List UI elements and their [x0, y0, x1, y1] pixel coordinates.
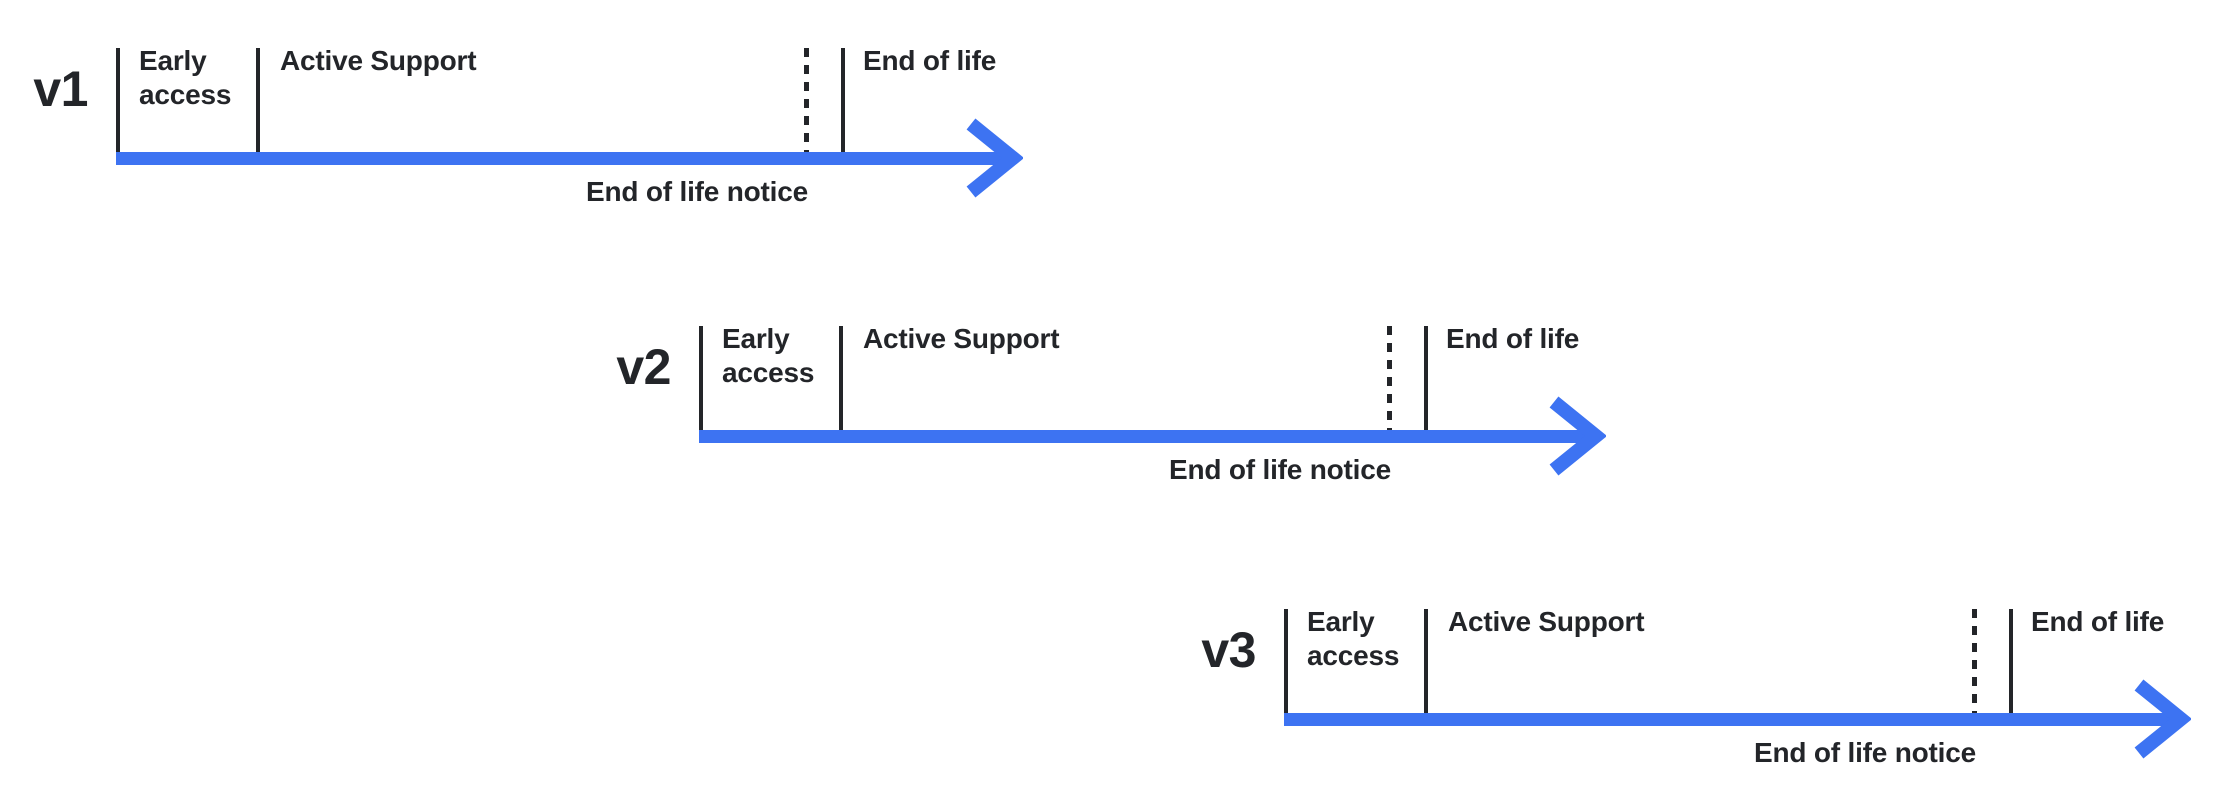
- end-of-life-notice-label: End of life notice: [1754, 737, 1976, 768]
- arrow-head-icon: [963, 118, 1025, 198]
- early-access-label: Early access: [139, 45, 232, 110]
- end-of-life-tick: [2009, 609, 2013, 713]
- end-of-life-notice-label: End of life notice: [1169, 454, 1391, 485]
- timeline-arrow-shaft: [116, 152, 1002, 165]
- end-of-life-label: End of life: [2031, 606, 2165, 637]
- arrow-head-icon: [1546, 396, 1608, 476]
- early-access-label: Early access: [1307, 606, 1400, 671]
- early-access-start-tick: [1284, 609, 1288, 713]
- timeline-arrow-shaft: [1284, 713, 2170, 726]
- early-access-start-tick: [116, 48, 120, 152]
- version-label: v3: [1201, 622, 1256, 678]
- active-support-label: Active Support: [280, 45, 477, 76]
- active-support-start-tick: [256, 48, 260, 152]
- early-access-start-tick: [699, 326, 703, 430]
- timeline-arrow-shaft: [699, 430, 1585, 443]
- arrow-head-icon: [2131, 679, 2193, 759]
- active-support-start-tick: [839, 326, 843, 430]
- end-of-life-tick: [1424, 326, 1428, 430]
- end-of-life-notice-label: End of life notice: [586, 176, 808, 207]
- early-access-label: Early access: [722, 323, 815, 388]
- end-of-life-label: End of life: [1446, 323, 1580, 354]
- active-support-label: Active Support: [863, 323, 1060, 354]
- active-support-start-tick: [1424, 609, 1428, 713]
- eol-notice-dashed-line: [1972, 609, 1977, 713]
- eol-notice-dashed-line: [804, 48, 809, 152]
- eol-notice-dashed-line: [1387, 326, 1392, 430]
- version-label: v1: [33, 61, 88, 117]
- version-label: v2: [616, 339, 671, 395]
- active-support-label: Active Support: [1448, 606, 1645, 637]
- end-of-life-label: End of life: [863, 45, 997, 76]
- end-of-life-tick: [841, 48, 845, 152]
